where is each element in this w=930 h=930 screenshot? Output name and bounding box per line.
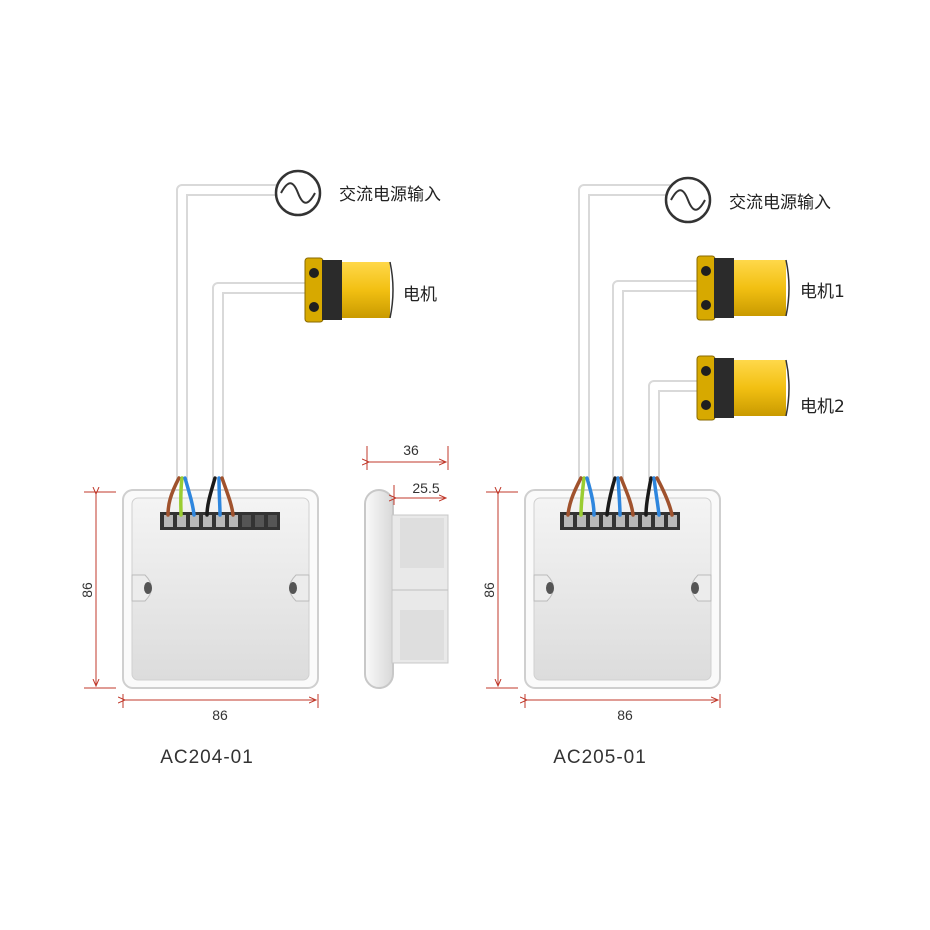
motor-icon bbox=[304, 257, 394, 323]
mounting-slot-left bbox=[131, 574, 152, 602]
model-label: AC204-01 bbox=[160, 747, 254, 768]
motor1-icon bbox=[696, 255, 790, 321]
height-dimension: 86 bbox=[481, 492, 518, 689]
mounting-slot-left bbox=[533, 574, 554, 602]
ac-input-cable bbox=[176, 184, 280, 480]
width-dim-label: 86 bbox=[212, 707, 228, 723]
width-dimension: 86 bbox=[525, 694, 721, 723]
depth-total-label: 36 bbox=[403, 442, 419, 458]
depth-total-dimension: 36 bbox=[367, 442, 449, 470]
height-dim-label: 86 bbox=[79, 582, 95, 598]
wires bbox=[166, 476, 235, 517]
depth-body-dimension: 25.5 bbox=[394, 480, 446, 505]
unit-ac204: 交流电源输入 电机 bbox=[79, 169, 441, 768]
ac-input-label: 交流电源输入 bbox=[729, 193, 831, 213]
model-label: AC205-01 bbox=[553, 747, 647, 768]
motor-cable bbox=[212, 282, 305, 480]
terminal-block bbox=[560, 512, 680, 530]
motor1-label: 电机1 bbox=[800, 282, 845, 302]
motor-label: 电机 bbox=[403, 285, 437, 305]
mounting-slot-right bbox=[289, 574, 310, 602]
depth-body-label: 25.5 bbox=[412, 480, 439, 496]
width-dimension: 86 bbox=[123, 694, 319, 723]
ac-source-icon bbox=[664, 176, 712, 224]
motor2-icon bbox=[696, 355, 790, 421]
terminal-block bbox=[160, 512, 280, 530]
motor2-label: 电机2 bbox=[800, 397, 845, 417]
ac-source-icon bbox=[274, 169, 322, 217]
width-dim-label: 86 bbox=[617, 707, 633, 723]
height-dimension: 86 bbox=[79, 492, 116, 689]
ac-input-label: 交流电源输入 bbox=[339, 185, 441, 205]
height-dim-label: 86 bbox=[481, 582, 497, 598]
mounting-slot-right bbox=[691, 574, 712, 602]
wires bbox=[566, 476, 674, 517]
side-view: 36 25.5 bbox=[365, 442, 449, 689]
unit-ac205: 交流电源输入 电机1 电机2 bbox=[481, 176, 845, 768]
